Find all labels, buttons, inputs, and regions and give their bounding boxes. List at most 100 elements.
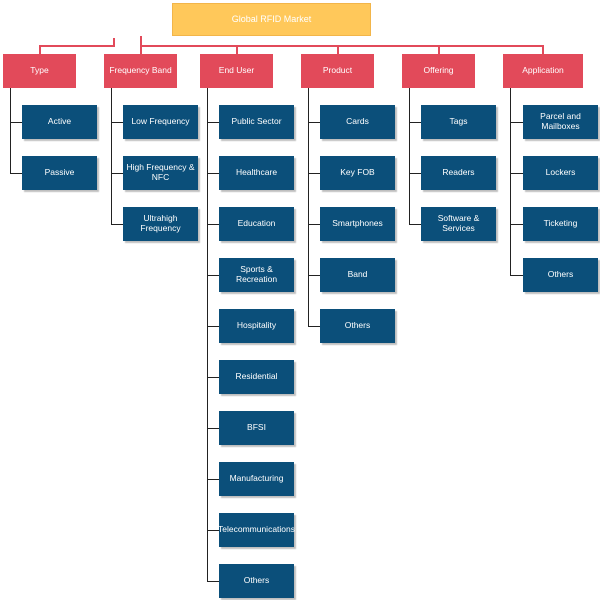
leaf-label: BFSI [247,422,266,433]
leaf-box: Others [320,309,395,343]
category-label: Frequency Band [109,65,172,76]
category-box: Application [503,54,583,88]
leaf-box: Smartphones [320,207,395,241]
category-box: Offering [402,54,475,88]
leaf-label: Ticketing [543,218,578,229]
leaf-label: Parcel and Mailboxes [540,111,581,131]
category-connector-4 [438,45,440,54]
category-trunk-line [207,88,208,581]
leaf-connector [308,173,320,174]
category-label: Type [30,65,49,76]
leaf-box: Public Sector [219,105,294,139]
leaf-label: Sports & Recreation [235,264,278,284]
category-label: Application [522,65,564,76]
leaf-label: Others [243,575,270,586]
leaf-box: Ultrahigh Frequency [123,207,198,241]
leaf-label: Others [344,320,371,331]
category-trunk-line [308,88,309,326]
leaf-connector [207,122,219,123]
leaf-label: Software & Services [437,213,480,233]
leaf-connector [207,479,219,480]
leaf-box: Parcel and Mailboxes [523,105,598,139]
leaf-label: Ultrahigh Frequency [140,213,181,233]
category-box: Type [3,54,76,88]
leaf-label: Education [237,218,276,229]
leaf-box: Others [523,258,598,292]
leaf-label: Telecommunications [218,524,296,535]
leaf-connector [207,275,219,276]
category-connector-3 [337,45,339,54]
leaf-label: Passive [44,167,75,178]
root-connector-stem [113,38,115,46]
leaf-label: Cards [346,116,369,127]
leaf-label: Readers [442,167,475,178]
category-trunk-line [111,88,112,224]
leaf-box: Sports & Recreation [219,258,294,292]
leaf-box: Telecommunications [218,513,296,547]
leaf-label: Healthcare [235,167,278,178]
leaf-connector [308,224,320,225]
leaf-box: Key FOB [320,156,395,190]
leaf-connector [111,173,123,174]
leaf-label: Others [547,269,574,280]
category-trunk-line [510,88,511,275]
leaf-connector [207,377,219,378]
leaf-box: High Frequency & NFC [123,156,198,190]
leaf-box: Cards [320,105,395,139]
leaf-connector [207,530,219,531]
leaf-box: Lockers [523,156,598,190]
leaf-connector [510,173,523,174]
leaf-connector [207,326,219,327]
category-box: Product [301,54,374,88]
leaf-label: High Frequency & NFC [126,162,195,182]
root-connector-stem-right [140,36,142,46]
leaf-connector [207,173,219,174]
category-connector-0 [39,45,41,54]
leaf-connector [510,275,523,276]
leaf-connector [409,122,421,123]
leaf-box: Education [219,207,294,241]
category-connector-5 [542,45,544,54]
leaf-box: Readers [421,156,496,190]
leaf-connector [207,581,219,582]
root-label: Global RFID Market [231,14,312,25]
leaf-label: Manufacturing [229,473,284,484]
leaf-box: Passive [22,156,97,190]
leaf-connector [10,122,22,123]
leaf-label: Public Sector [231,116,282,127]
category-box: End User [200,54,273,88]
leaf-label: Low Frequency [131,116,190,127]
leaf-box: Residential [219,360,294,394]
leaf-label: Residential [235,371,278,382]
leaf-label: Lockers [545,167,576,178]
category-trunk-line [409,88,410,224]
leaf-box: Tags [421,105,496,139]
leaf-connector [308,326,320,327]
leaf-label: Active [47,116,72,127]
category-box: Frequency Band [104,54,177,88]
leaf-box: Band [320,258,395,292]
leaf-connector [409,173,421,174]
root-connector-bus-left [40,45,115,47]
root-node: Global RFID Market [172,3,371,36]
leaf-box: Ticketing [523,207,598,241]
leaf-label: Key FOB [340,167,375,178]
leaf-connector [207,224,219,225]
category-label: Offering [423,65,454,76]
category-label: End User [218,65,255,76]
leaf-box: Software & Services [421,207,496,241]
category-label: Product [322,65,353,76]
leaf-label: Tags [449,116,468,127]
leaf-box: Others [219,564,294,598]
leaf-label: Smartphones [332,218,383,229]
leaf-connector [111,122,123,123]
category-trunk-line [10,88,11,173]
leaf-connector [308,122,320,123]
leaf-connector [308,275,320,276]
leaf-connector [510,224,523,225]
category-connector-1 [140,45,142,54]
leaf-box: BFSI [219,411,294,445]
leaf-box: Hospitality [219,309,294,343]
leaf-connector [207,428,219,429]
